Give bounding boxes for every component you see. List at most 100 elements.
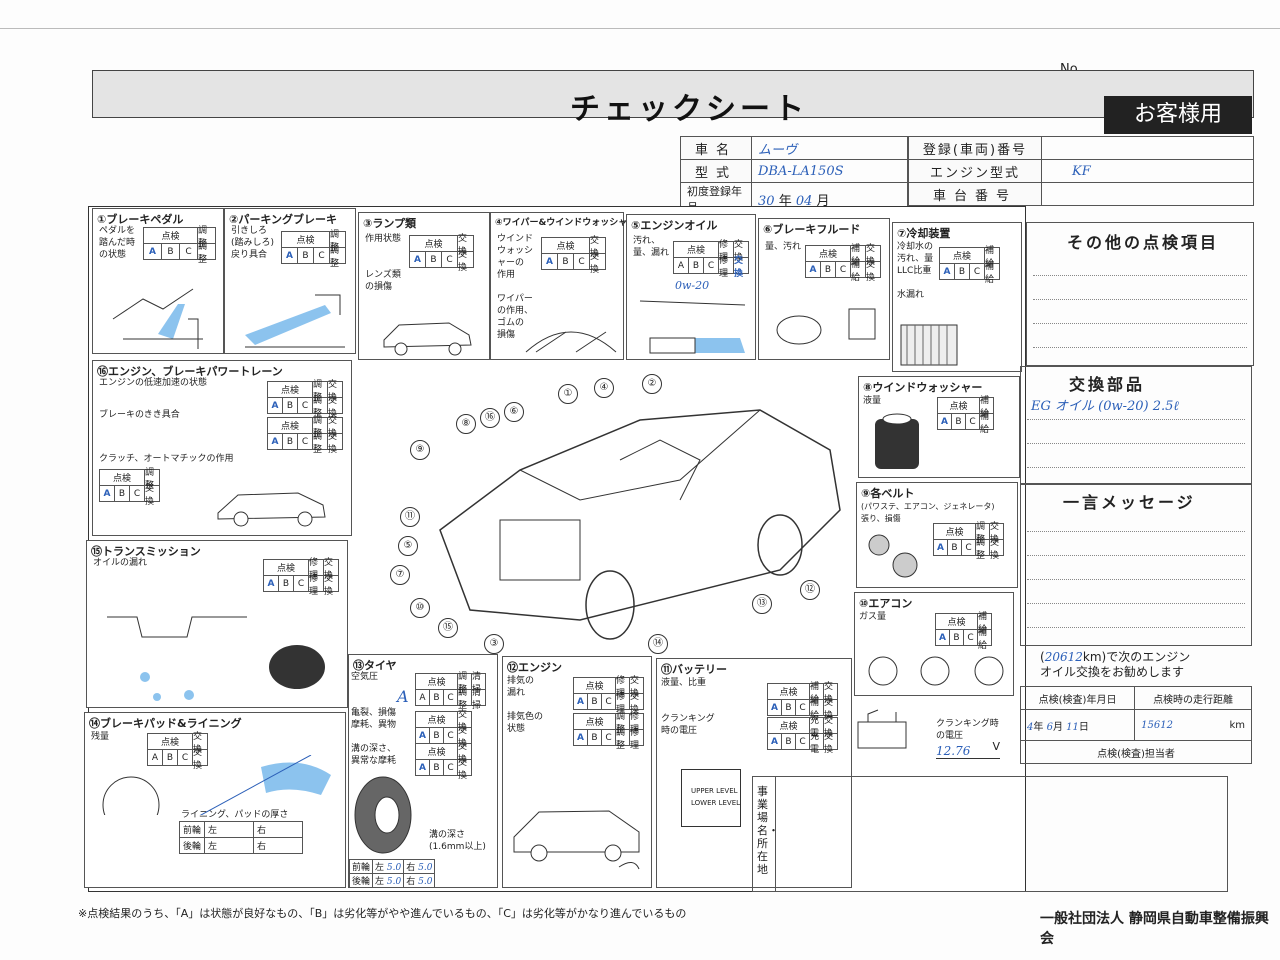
grid-a: A — [574, 694, 588, 710]
other-items-title: その他の点検項目 — [1067, 233, 1220, 252]
grid-b: B — [426, 252, 442, 268]
grid-head: 点検 — [416, 674, 458, 690]
front-label: 前輪 — [348, 859, 374, 874]
next-change-text: km)で次のエンジン オイル交換をお勧めします — [1040, 650, 1191, 679]
belt-illustration — [868, 534, 918, 578]
panel-title: ⑦冷却装置 — [897, 227, 951, 240]
grid-supply: 補給 — [980, 396, 994, 419]
panel-title: ②パーキングブレーキ — [229, 213, 337, 226]
grid-supply2: 補給 — [985, 262, 1000, 285]
grid-b: B — [430, 690, 444, 706]
km-unit: km — [1229, 719, 1245, 731]
grid-head: 点検 — [100, 470, 145, 486]
grid-b: B — [430, 728, 444, 744]
rule — [1027, 443, 1245, 444]
voltage-field: 12.76 V — [936, 740, 1000, 759]
grid-replace2: 交換 — [458, 250, 474, 273]
thickness-table: 前輪 左 右 後輪 左 右 — [178, 821, 304, 854]
title-bar — [92, 70, 1254, 118]
model-label: 型式 — [680, 159, 752, 183]
grid-clean2: 清掃 — [472, 688, 486, 711]
left-label: 左 — [204, 837, 255, 854]
tread-depth-table: 前輪 左 5.0 右 5.0 後輪 左 5.0 右 5.0 — [348, 859, 436, 888]
grid-b: B — [163, 750, 178, 766]
grid-repair: 修理 — [630, 712, 644, 735]
grid-adjust2: 調整 — [330, 246, 346, 269]
aircon-sightglass-illustration — [868, 656, 1004, 686]
grid-supply: 補給 — [851, 244, 866, 267]
panel-text: 排気の 漏れ 排気色の 状態 — [507, 676, 544, 734]
grid-b: B — [950, 630, 964, 646]
grid-b: B — [952, 414, 966, 430]
grid-head: 点検 — [144, 228, 198, 244]
rule — [1027, 579, 1245, 580]
grid-repair: 修理 — [309, 558, 324, 581]
grid-a: A — [144, 244, 162, 260]
grid-adjust2: 調整 — [198, 242, 216, 265]
grid-supply: 補給 — [810, 682, 824, 705]
engine-model-value: KF — [1041, 159, 1254, 183]
grid-head: 点検 — [542, 238, 590, 254]
panel-text: ペダルを 踏んだ時 の状態 — [99, 226, 136, 260]
grid-c: C — [970, 264, 985, 280]
grid-b: B — [948, 540, 962, 556]
thickness-label: ライニング、パッドの厚さ — [181, 810, 289, 820]
grid-a: A — [268, 398, 283, 414]
grid-replace2: 交換 — [324, 574, 339, 597]
grid-replace2: 交換 — [990, 538, 1004, 561]
grid-replace2: 交換 — [866, 260, 881, 283]
grid-replace: 交換 — [145, 484, 160, 507]
date-month: 6 — [1046, 721, 1053, 733]
rule — [1033, 299, 1247, 300]
rear-label: 後輪 — [348, 873, 374, 888]
grid-a: A — [416, 760, 430, 776]
grid-c: C — [796, 734, 810, 750]
grid-replace2: 交換 — [458, 758, 472, 781]
grid-adjust2: 調整 — [313, 396, 328, 419]
grid-b: B — [588, 694, 602, 710]
grid-c: C — [178, 750, 193, 766]
grid-head: 点検 — [268, 382, 313, 398]
replaced-parts-panel: 交換部品 EG オイル (0w-20) 2.5ℓ — [1020, 366, 1252, 484]
grid-replace2: 交換 — [193, 748, 208, 771]
year-label: 年 — [778, 193, 792, 209]
inspect-date-label: 点検(検査)年月日 — [1019, 686, 1136, 710]
brake-pedal-illustration — [112, 288, 203, 349]
grid-adjust: 調整 — [145, 468, 160, 491]
oil-grade-note: 0w-20 — [675, 279, 710, 292]
grid-head: 点検 — [574, 714, 616, 730]
panel-text: 液量、比重 クランキング 時の電圧 — [661, 678, 715, 736]
grid-a: A — [100, 486, 115, 502]
grid-a: A — [410, 252, 426, 268]
page-title: チェックシート — [570, 92, 808, 127]
grid-head: 点検 — [938, 398, 980, 414]
message-panel: 一言メッセージ — [1020, 484, 1252, 646]
grid-a: A — [674, 258, 689, 274]
grid-c: C — [574, 254, 590, 270]
grid-replace: 交換 — [458, 710, 472, 733]
callout-5: ⑤ — [398, 536, 418, 556]
customer-copy-badge: お客様用 — [1104, 96, 1252, 134]
panel-title: ⑧ウインドウォッシャー — [863, 381, 983, 394]
inspect-date-value: 4年 6月 11日 — [1019, 709, 1136, 741]
first-reg-year: 30 — [758, 193, 775, 209]
grid-replace2: 交換 — [328, 396, 343, 419]
grid-c: C — [180, 244, 198, 260]
month-label: 月 — [816, 193, 830, 209]
grid-replace2: 交換 — [328, 432, 343, 455]
grid-head: 点検 — [768, 684, 810, 700]
grid-a: A — [282, 248, 298, 264]
callout-11: ⑪ — [400, 507, 420, 527]
grid-b: B — [298, 248, 314, 264]
grid-replace: 交換 — [328, 380, 343, 403]
grid-head: 点検 — [416, 744, 458, 760]
grid-head: 点検 — [282, 232, 330, 248]
panel-text: ウインド ウォッシ ャーの 作用 ワイパー の作用、 ゴムの 損傷 — [497, 234, 534, 340]
